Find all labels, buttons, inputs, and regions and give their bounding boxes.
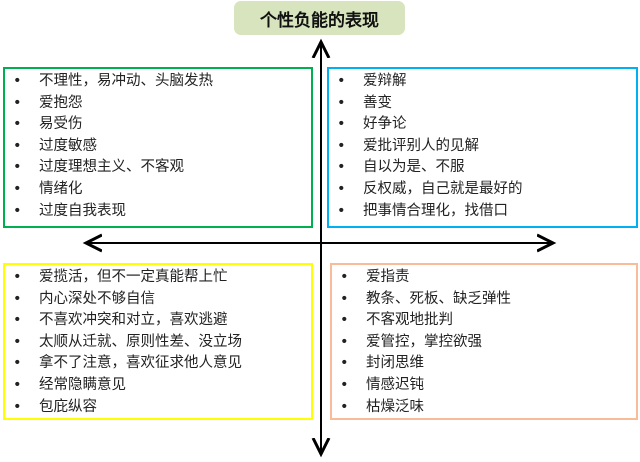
- list-item: • 反权威，自己就是最好的: [337, 179, 636, 201]
- list-item: • 情感迟钝: [340, 375, 636, 397]
- bullet-icon: •: [13, 312, 22, 329]
- list-item-text: 枯燥泛味: [366, 398, 424, 415]
- list-item: • 情绪化: [13, 179, 311, 201]
- list-item: • 不喜欢冲突和对立，喜欢逃避: [13, 310, 311, 332]
- bullet-icon: •: [337, 116, 346, 133]
- quadrant-top-left: • 不理性，易冲动、头脑发热 • 爱抱怨 • 易受伤 • 过度敏感 • 过度理想主义、不客观 • 情绪…: [3, 67, 313, 228]
- list-item-text: 封闭思维: [366, 355, 424, 372]
- bullet-icon: •: [13, 376, 22, 393]
- list-item: • 爱指责: [340, 267, 636, 289]
- bullet-icon: •: [337, 159, 346, 176]
- list-item-text: 包庇纵容: [39, 398, 97, 415]
- quadrant-bottom-right: • 爱指责 • 教条、死板、缺乏弹性 • 不客观地批判 • 爱管控，掌控欲强 • 封闭思维 • 情感迟…: [330, 263, 638, 420]
- list-item-text: 情绪化: [39, 180, 83, 197]
- list-item: • 拿不了注意，喜欢征求他人意见: [13, 353, 311, 375]
- bullet-icon: •: [13, 180, 22, 197]
- list-item: • 好争论: [337, 114, 636, 136]
- bullet-icon: •: [337, 202, 346, 219]
- list-item-text: 爱指责: [366, 269, 410, 285]
- list-item-text: 教条、死板、缺乏弹性: [366, 290, 511, 307]
- list-item-text: 爱批评别人的见解: [363, 137, 479, 154]
- list-item-text: 经常隐瞒意见: [39, 376, 126, 393]
- list-item-text: 把事情合理化，找借口: [363, 202, 508, 219]
- bullet-icon: •: [13, 398, 22, 415]
- list-item: • 太顺从迁就、原则性差、没立场: [13, 332, 311, 354]
- quadrant-top-right: • 爱辩解 • 善变 • 好争论 • 爱批评别人的见解 • 自以为是、不服 • 反权威，自己就是最好的…: [327, 67, 638, 228]
- list-item-text: 善变: [363, 94, 392, 111]
- bullet-icon: •: [13, 202, 22, 219]
- bullet-icon: •: [340, 333, 349, 350]
- list-item-text: 爱揽活，但不一定真能帮上忙: [39, 269, 228, 285]
- bullet-icon: •: [340, 312, 349, 329]
- list-item-text: 反权威，自己就是最好的: [363, 180, 523, 197]
- bullet-icon: •: [340, 376, 349, 393]
- bullet-icon: •: [13, 355, 22, 372]
- list-item: • 封闭思维: [340, 353, 636, 375]
- list-item: • 易受伤: [13, 114, 311, 136]
- bullet-icon: •: [13, 137, 22, 154]
- list-item-text: 爱辩解: [363, 73, 407, 89]
- list-item-text: 情感迟钝: [366, 376, 424, 393]
- list-item: • 枯燥泛味: [340, 397, 636, 419]
- list-item: • 爱抱怨: [13, 93, 311, 115]
- bullet-icon: •: [337, 137, 346, 154]
- list-item: • 爱管控，掌控欲强: [340, 332, 636, 354]
- list-item: • 过度敏感: [13, 136, 311, 158]
- list-item: • 不理性，易冲动、头脑发热: [13, 71, 311, 93]
- list-item-text: 爱抱怨: [39, 94, 83, 111]
- list-item-text: 自以为是、不服: [363, 159, 465, 176]
- list-item: • 爱辩解: [337, 71, 636, 93]
- bullet-icon: •: [13, 116, 22, 133]
- bullet-icon: •: [13, 333, 22, 350]
- bullet-icon: •: [340, 398, 349, 415]
- list-item-text: 拿不了注意，喜欢征求他人意见: [39, 355, 242, 372]
- list-item-text: 不理性，易冲动、头脑发热: [39, 73, 213, 89]
- list-item: • 包庇纵容: [13, 397, 311, 419]
- list-item: • 教条、死板、缺乏弹性: [340, 289, 636, 311]
- list-item: • 过度理想主义、不客观: [13, 157, 311, 179]
- bullet-icon: •: [13, 290, 22, 307]
- bullet-icon: •: [340, 269, 349, 285]
- list-item: • 过度自我表现: [13, 201, 311, 223]
- quadrant-bottom-left: • 爱揽活，但不一定真能帮上忙 • 内心深处不够自信 • 不喜欢冲突和对立，喜欢逃避 • 太顺…: [3, 263, 313, 420]
- diagram-title: 个性负能的表现: [234, 1, 405, 35]
- list-item: • 善变: [337, 93, 636, 115]
- list-item-text: 太顺从迁就、原则性差、没立场: [39, 333, 242, 350]
- bullet-icon: •: [337, 94, 346, 111]
- list-item: • 自以为是、不服: [337, 157, 636, 179]
- list-item: • 经常隐瞒意见: [13, 375, 311, 397]
- list-item-text: 过度自我表现: [39, 202, 126, 219]
- list-item-text: 不客观地批判: [366, 312, 453, 329]
- bullet-icon: •: [337, 73, 346, 89]
- bullet-icon: •: [13, 94, 22, 111]
- list-item-text: 内心深处不够自信: [39, 290, 155, 307]
- list-item: • 不客观地批判: [340, 310, 636, 332]
- bullet-icon: •: [340, 290, 349, 307]
- bullet-icon: •: [13, 73, 22, 89]
- list-item-text: 过度敏感: [39, 137, 97, 154]
- bullet-icon: •: [337, 180, 346, 197]
- list-item-text: 易受伤: [39, 116, 83, 133]
- list-item: • 把事情合理化，找借口: [337, 201, 636, 223]
- list-item-text: 过度理想主义、不客观: [39, 159, 184, 176]
- list-item-text: 好争论: [363, 116, 407, 133]
- list-item-text: 爱管控，掌控欲强: [366, 333, 482, 350]
- list-item: • 内心深处不够自信: [13, 289, 311, 311]
- list-item: • 爱揽活，但不一定真能帮上忙: [13, 267, 311, 289]
- bullet-icon: •: [340, 355, 349, 372]
- bullet-icon: •: [13, 159, 22, 176]
- list-item: • 爱批评别人的见解: [337, 136, 636, 158]
- list-item-text: 不喜欢冲突和对立，喜欢逃避: [39, 312, 228, 329]
- bullet-icon: •: [13, 269, 22, 285]
